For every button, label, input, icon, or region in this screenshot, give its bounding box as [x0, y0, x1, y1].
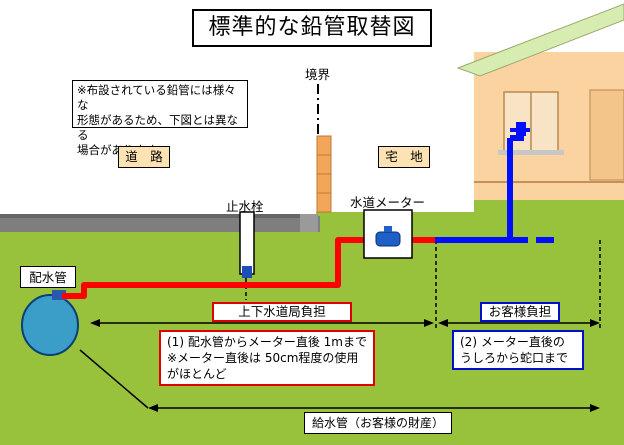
house-roof [456, 3, 624, 77]
city-burden-label: 上下水道局負担 [212, 302, 352, 322]
road-surface [0, 216, 320, 232]
stopcock-box [239, 211, 255, 275]
house-door [589, 89, 624, 181]
note-text: ※布設されている鉛管には様々な 形態があるため、下図とは異なる 場合があります。 [72, 80, 248, 157]
supply-pipe-label: 給水管（お客様の財産） [304, 412, 452, 434]
stopcock-label: 止水栓 [226, 199, 264, 214]
house [456, 3, 624, 214]
meter-body [375, 231, 401, 247]
meter-label: 水道メーター [350, 195, 426, 210]
page-title: 標準的な鉛管取替図 [192, 9, 432, 47]
city-pipe [62, 237, 435, 299]
main-pipe-label: 配水管 [20, 266, 76, 288]
boundary-label: 境界 [305, 67, 331, 82]
main-pipe-leader [79, 349, 149, 409]
main-pipe [21, 294, 79, 356]
city-range-note: (1) 配水管からメーター直後 1mまで ※メーター直後は 50cm程度の使用 … [159, 330, 375, 386]
supply-arrow [148, 404, 600, 412]
customer-range-note: (2) メーター直後の うしろから蛇口まで [452, 330, 584, 370]
window-sill [498, 150, 564, 155]
range-customer-arrow [438, 319, 600, 327]
range-city-arrow [90, 319, 434, 327]
road-label: 道 路 [118, 146, 170, 168]
meter-box [363, 209, 413, 259]
customer-burden-label: お客様負担 [480, 302, 560, 322]
home-label: 宅 地 [378, 146, 430, 168]
